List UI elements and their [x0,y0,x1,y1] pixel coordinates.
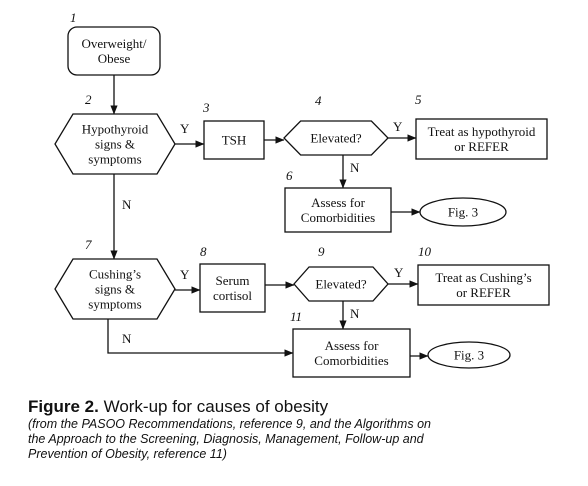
node-decision-hexagon [293,266,389,302]
edge-label: N [122,331,132,346]
node-figure-reference-ellipse [419,197,507,227]
node-step-number: 5 [415,92,422,107]
edge-label: Y [180,121,190,136]
edge-connector: Y [175,267,201,294]
node-start-box [67,26,161,76]
node-figure-reference-ellipse [427,341,511,369]
node-step-number: 4 [315,93,322,108]
node-fig3a: Fig. 3 [419,197,507,227]
caption-title-line: Figure 2. Work-up for causes of obesity [28,396,568,417]
node-label-line: Assess for [311,195,365,210]
node-label-line: Treat as hypothyroid [428,124,536,139]
node-step-number: 10 [418,244,432,259]
node-label-line: Comorbidities [314,353,388,368]
node-label-line: or REFER [454,139,509,154]
caption-source-line-3: Prevention of Obesity, reference 11) [28,447,227,461]
node-label-line: cortisol [213,288,252,303]
node-fig3b: Fig. 3 [427,341,511,369]
node-step-number: 8 [200,244,207,259]
edge-connector: N [339,301,360,330]
node-box [417,264,550,306]
edge-connector: Y [388,119,417,142]
edge-label: N [350,306,360,321]
node-label-line: Fig. 3 [448,205,478,220]
node-step-number: 11 [290,309,302,324]
node-label-line: signs & [95,282,135,297]
node-n10: Treat as Cushing’sor REFER 10 [417,244,550,306]
node-box [284,187,392,233]
node-n1: Overweight/Obese 1 [67,10,161,76]
node-box [292,328,411,378]
node-decision-hexagon [54,113,176,175]
node-label-line: Elevated? [315,277,366,292]
node-box [415,118,548,160]
edge-connector: N [110,174,132,260]
node-decision-hexagon [283,120,389,156]
node-n9: Elevated? 9 [293,244,389,302]
node-n3: TSH 3 [202,100,265,160]
edge-label: Y [394,265,404,280]
node-label-line: TSH [222,133,247,148]
caption-title: Work-up for causes of obesity [98,397,329,416]
node-label-line: or REFER [456,285,511,300]
node-decision-hexagon [54,258,176,320]
node-label-line: Hypothyroid [82,122,149,137]
edge-connector: Y [175,121,205,148]
node-label-line: Assess for [325,338,379,353]
node-step-number: 3 [202,100,210,115]
node-step-number: 9 [318,244,325,259]
node-step-number: 2 [85,92,92,107]
node-label-line: Serum [216,273,250,288]
edge-connector: N [339,155,360,189]
edge-label: N [122,197,132,212]
node-box [203,120,265,160]
edge-connector: N [107,319,294,357]
edge-label: Y [180,267,190,282]
node-label-line: Elevated? [310,131,361,146]
figure-caption: Figure 2. Work-up for causes of obesity … [28,396,568,462]
node-step-number: 6 [286,168,293,183]
caption-figure-number: Figure 2. [28,397,99,416]
node-label-line: Obese [98,51,131,66]
edges-layer: Y Y N N Y Y N N [107,75,429,360]
node-label-line: Treat as Cushing’s [435,270,531,285]
node-box [199,263,266,313]
node-n4: Elevated? 4 [283,93,389,156]
node-label-line: Cushing’s [89,267,141,282]
node-step-number: 1 [70,10,77,25]
node-label-line: symptoms [88,152,141,167]
node-label-line: symptoms [88,297,141,312]
caption-source-line-1: (from the PASOO Recommendations, referen… [28,417,431,431]
caption-source-line-2: the Approach to the Screening, Diagnosis… [28,432,424,446]
node-label-line: Fig. 3 [454,348,484,363]
edge-arrow [107,319,294,357]
node-label-line: Comorbidities [301,210,375,225]
node-label-line: Overweight/ [82,36,147,51]
node-label-line: signs & [95,137,135,152]
edge-label: Y [393,119,403,134]
edge-connector: Y [388,265,419,288]
node-step-number: 7 [85,237,92,252]
edge-label: N [350,160,360,175]
